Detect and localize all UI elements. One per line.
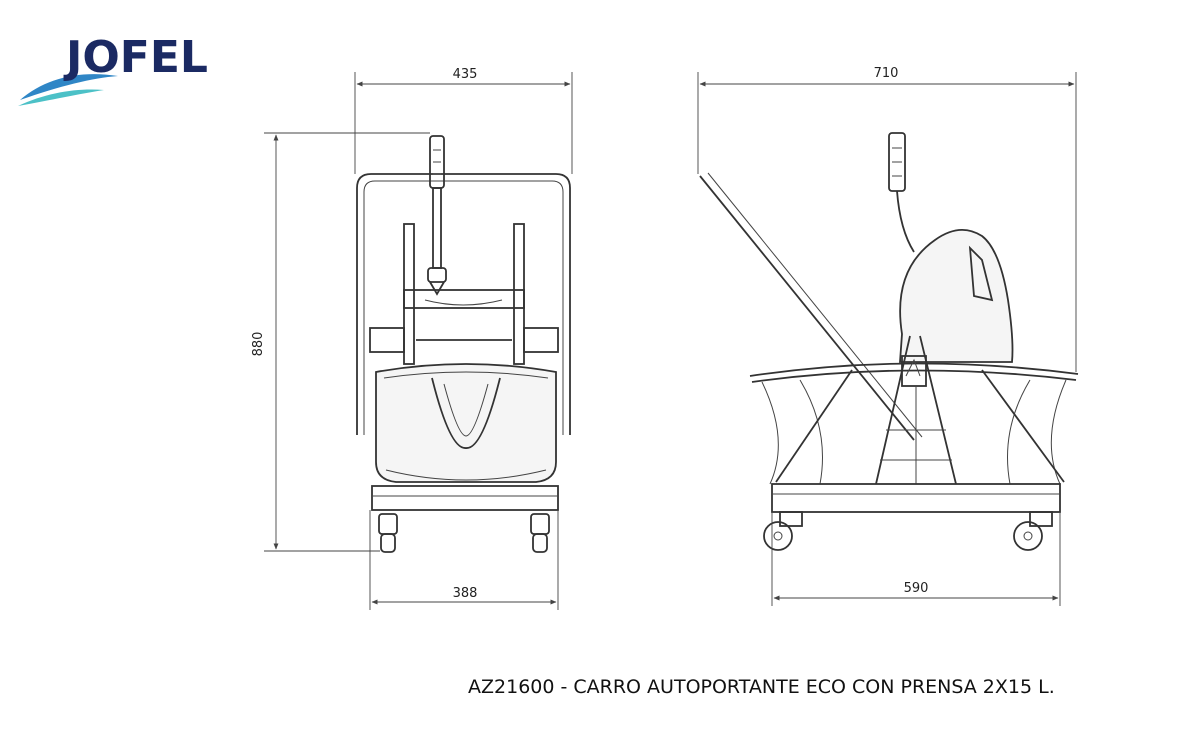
dim-front-height: 880 <box>251 332 266 357</box>
logo-wordmark: JOFEL <box>63 32 208 83</box>
dim-front-width-base: 388 <box>453 586 478 601</box>
dim-side-width-base: 590 <box>904 581 929 596</box>
dim-side-width-top: 710 <box>874 66 899 81</box>
logo-wave-teal <box>18 89 104 106</box>
front-view <box>356 135 571 553</box>
logo-wave-blue <box>20 74 118 100</box>
dim-front-width-top: 435 <box>453 67 478 82</box>
side-view <box>699 132 1079 551</box>
product-caption: AZ21600 - CARRO AUTOPORTANTE ECO CON PRE… <box>468 676 1055 698</box>
dimension-lines <box>264 72 1077 610</box>
jofel-logo: JOFEL <box>18 32 208 106</box>
